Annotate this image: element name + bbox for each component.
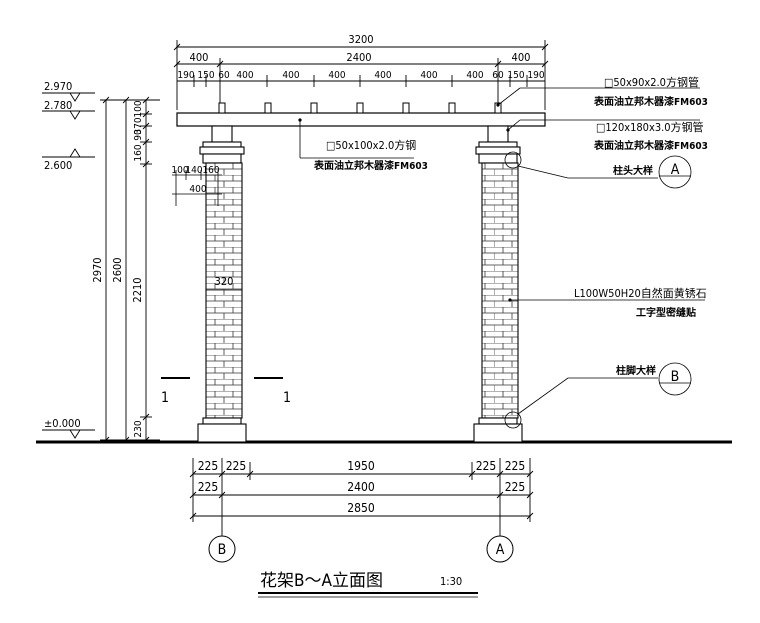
dim-vert-inner: 370 [133, 117, 144, 134]
dim-bottom-2: 2400 [347, 480, 375, 494]
grid-axis-b: B [218, 542, 227, 558]
section-mark-right: 1 [283, 390, 291, 406]
dim-col-small: 140 [185, 165, 202, 176]
level-label: 2.780 [44, 99, 72, 112]
pergola-beam [176, 112, 546, 127]
dim-bottom-3: 2850 [347, 501, 375, 515]
section-mark-left: 1 [161, 390, 169, 406]
level-label: ±0.000 [44, 417, 81, 430]
detail-callout-a: A [671, 162, 680, 178]
dim-bottom-1: 225 [226, 459, 247, 473]
dim-top-right: 400 [512, 51, 531, 64]
detail-callout-b: B [671, 369, 680, 385]
dim-bottom-2: 225 [198, 480, 219, 494]
drawing-title: 花架B～A立面图 [260, 571, 383, 591]
dim-seg: 400 [420, 70, 437, 81]
dim-vert-inner: 100 [133, 100, 144, 117]
note-beam-finish: 表面油立邦木器漆FM603 [313, 159, 428, 172]
column-dimensions [172, 170, 242, 291]
vertical-dimension-labels: 2970 2600 370 100 90 160 2210 230 [91, 100, 144, 437]
dim-vert-inner: 90 [133, 129, 144, 141]
dim-seg: 400 [236, 70, 253, 81]
note-stone: L100W50H20自然面黄锈石 [574, 286, 707, 300]
dim-seg: 150 [507, 70, 524, 81]
dim-col-320: 320 [215, 275, 234, 288]
column-dimension-labels: 100 140 160 400 320 [171, 165, 233, 288]
note-pipe1: □50x90x2.0方钢管 [604, 75, 699, 89]
dim-vert-outer: 2970 [91, 257, 104, 282]
top-dimension-labels: 3200 400 2400 400 190 150 60 400 400 400… [177, 33, 544, 81]
dim-seg: 400 [466, 70, 483, 81]
left-column [197, 125, 247, 443]
leader-dots [298, 103, 512, 302]
leader-lines [299, 87, 705, 429]
dim-vert-inner: 230 [133, 420, 144, 437]
dim-seg: 400 [374, 70, 391, 81]
dim-col-small: 160 [202, 165, 219, 176]
dim-bottom-1: 225 [505, 459, 526, 473]
dim-overall-width: 3200 [348, 33, 373, 46]
level-label: 2.970 [44, 80, 72, 93]
annotations: □50x90x2.0方钢管 表面油立邦木器漆FM603 □120x180x3.0… [313, 75, 708, 385]
level-label: 2.600 [44, 159, 72, 172]
dim-top-mid: 2400 [346, 51, 371, 64]
note-stone-pattern: 工字型密缝贴 [636, 306, 696, 319]
dim-seg: 60 [492, 70, 504, 81]
dim-seg: 60 [218, 70, 230, 81]
drawing-scale: 1:30 [440, 575, 462, 588]
dim-bottom-1: 225 [476, 459, 497, 473]
note-beam: □50x100x2.0方钢 [326, 138, 416, 152]
grid-bubbles [208, 535, 514, 563]
dim-vert-inner: 2210 [131, 277, 144, 302]
dim-bottom-1: 225 [198, 459, 219, 473]
level-labels: 2.970 2.780 2.600 ±0.000 [44, 80, 81, 430]
dim-seg: 400 [282, 70, 299, 81]
dim-seg: 150 [197, 70, 214, 81]
dim-bottom-1: 1950 [347, 459, 375, 473]
dim-col-400: 400 [189, 184, 206, 195]
purlins [218, 102, 502, 114]
vertical-dimensions [100, 96, 160, 444]
dim-col-small: 100 [171, 165, 188, 176]
note-pipe2-finish: 表面油立邦木器漆FM603 [593, 139, 708, 152]
note-base-detail: 柱脚大样 [616, 364, 656, 377]
dim-bottom-2: 225 [505, 480, 526, 494]
dim-seg: 400 [328, 70, 345, 81]
title-underline [258, 592, 478, 598]
top-dimensions [173, 40, 549, 110]
note-capital-detail: 柱头大样 [613, 164, 653, 177]
note-pipe2: □120x180x3.0方钢管 [596, 120, 704, 134]
bottom-dimensions [189, 458, 534, 538]
bottom-dimension-labels: 225 225 1950 225 225 225 2400 225 2850 [198, 459, 526, 515]
grid-axis-a: A [496, 542, 505, 558]
dim-seg: 190 [177, 70, 194, 81]
level-marks [42, 92, 95, 439]
right-column [473, 125, 523, 443]
dim-vert-inner: 160 [133, 144, 144, 161]
dim-seg: 190 [527, 70, 544, 81]
note-pipe1-finish: 表面油立邦木器漆FM603 [593, 95, 708, 108]
dim-top-left: 400 [190, 51, 209, 64]
dim-vert-mid: 2600 [111, 257, 124, 282]
